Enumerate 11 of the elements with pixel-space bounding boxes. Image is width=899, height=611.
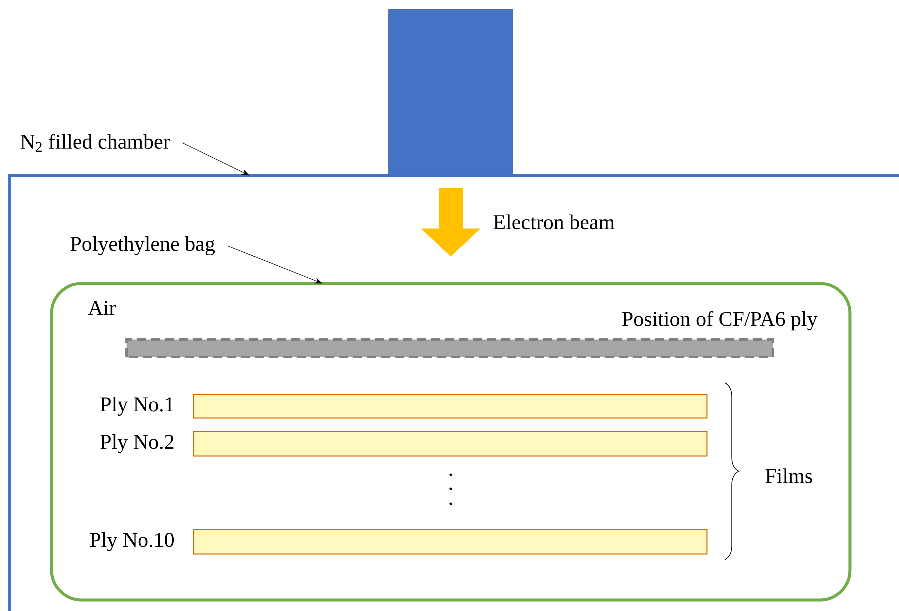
chamber-outline (8, 174, 899, 611)
annotation-text: Polyethylene bag (70, 236, 216, 256)
node-heading: Position of CF/PA6 ply (622, 311, 818, 331)
edge-label: Electron beam (494, 214, 615, 230)
ply-label: Ply No.10 (90, 532, 174, 552)
group-label: Films (766, 468, 812, 484)
annotation-text: N$_{2}$ filled chamber (20, 134, 170, 152)
ply-label: Ply No.1 (100, 396, 174, 416)
electron-source-block (388, 10, 514, 176)
node-heading: Air (88, 301, 116, 315)
ply-label: Ply No.2 (100, 434, 174, 454)
